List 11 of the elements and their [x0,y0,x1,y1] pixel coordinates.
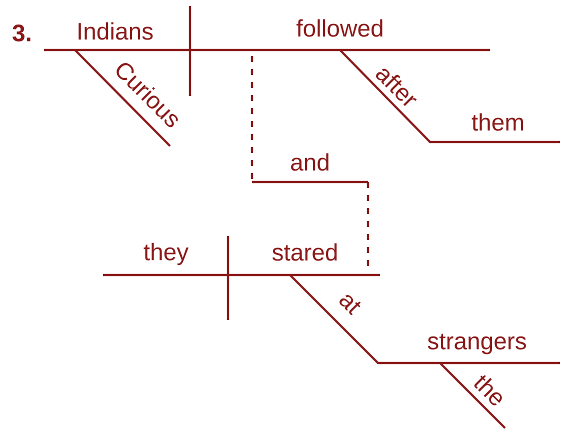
word-label: at [340,294,361,316]
word-label: stared [272,243,337,261]
word-label: followed [296,19,382,37]
word-label: strangers [428,334,526,354]
word-label: Indians [78,22,153,40]
word-label: after [376,68,417,106]
word-label: 3. [12,24,30,42]
word-label: and [291,153,328,171]
word-label: the [474,375,502,406]
word-label: they [144,242,189,266]
word-label: them [472,113,523,131]
